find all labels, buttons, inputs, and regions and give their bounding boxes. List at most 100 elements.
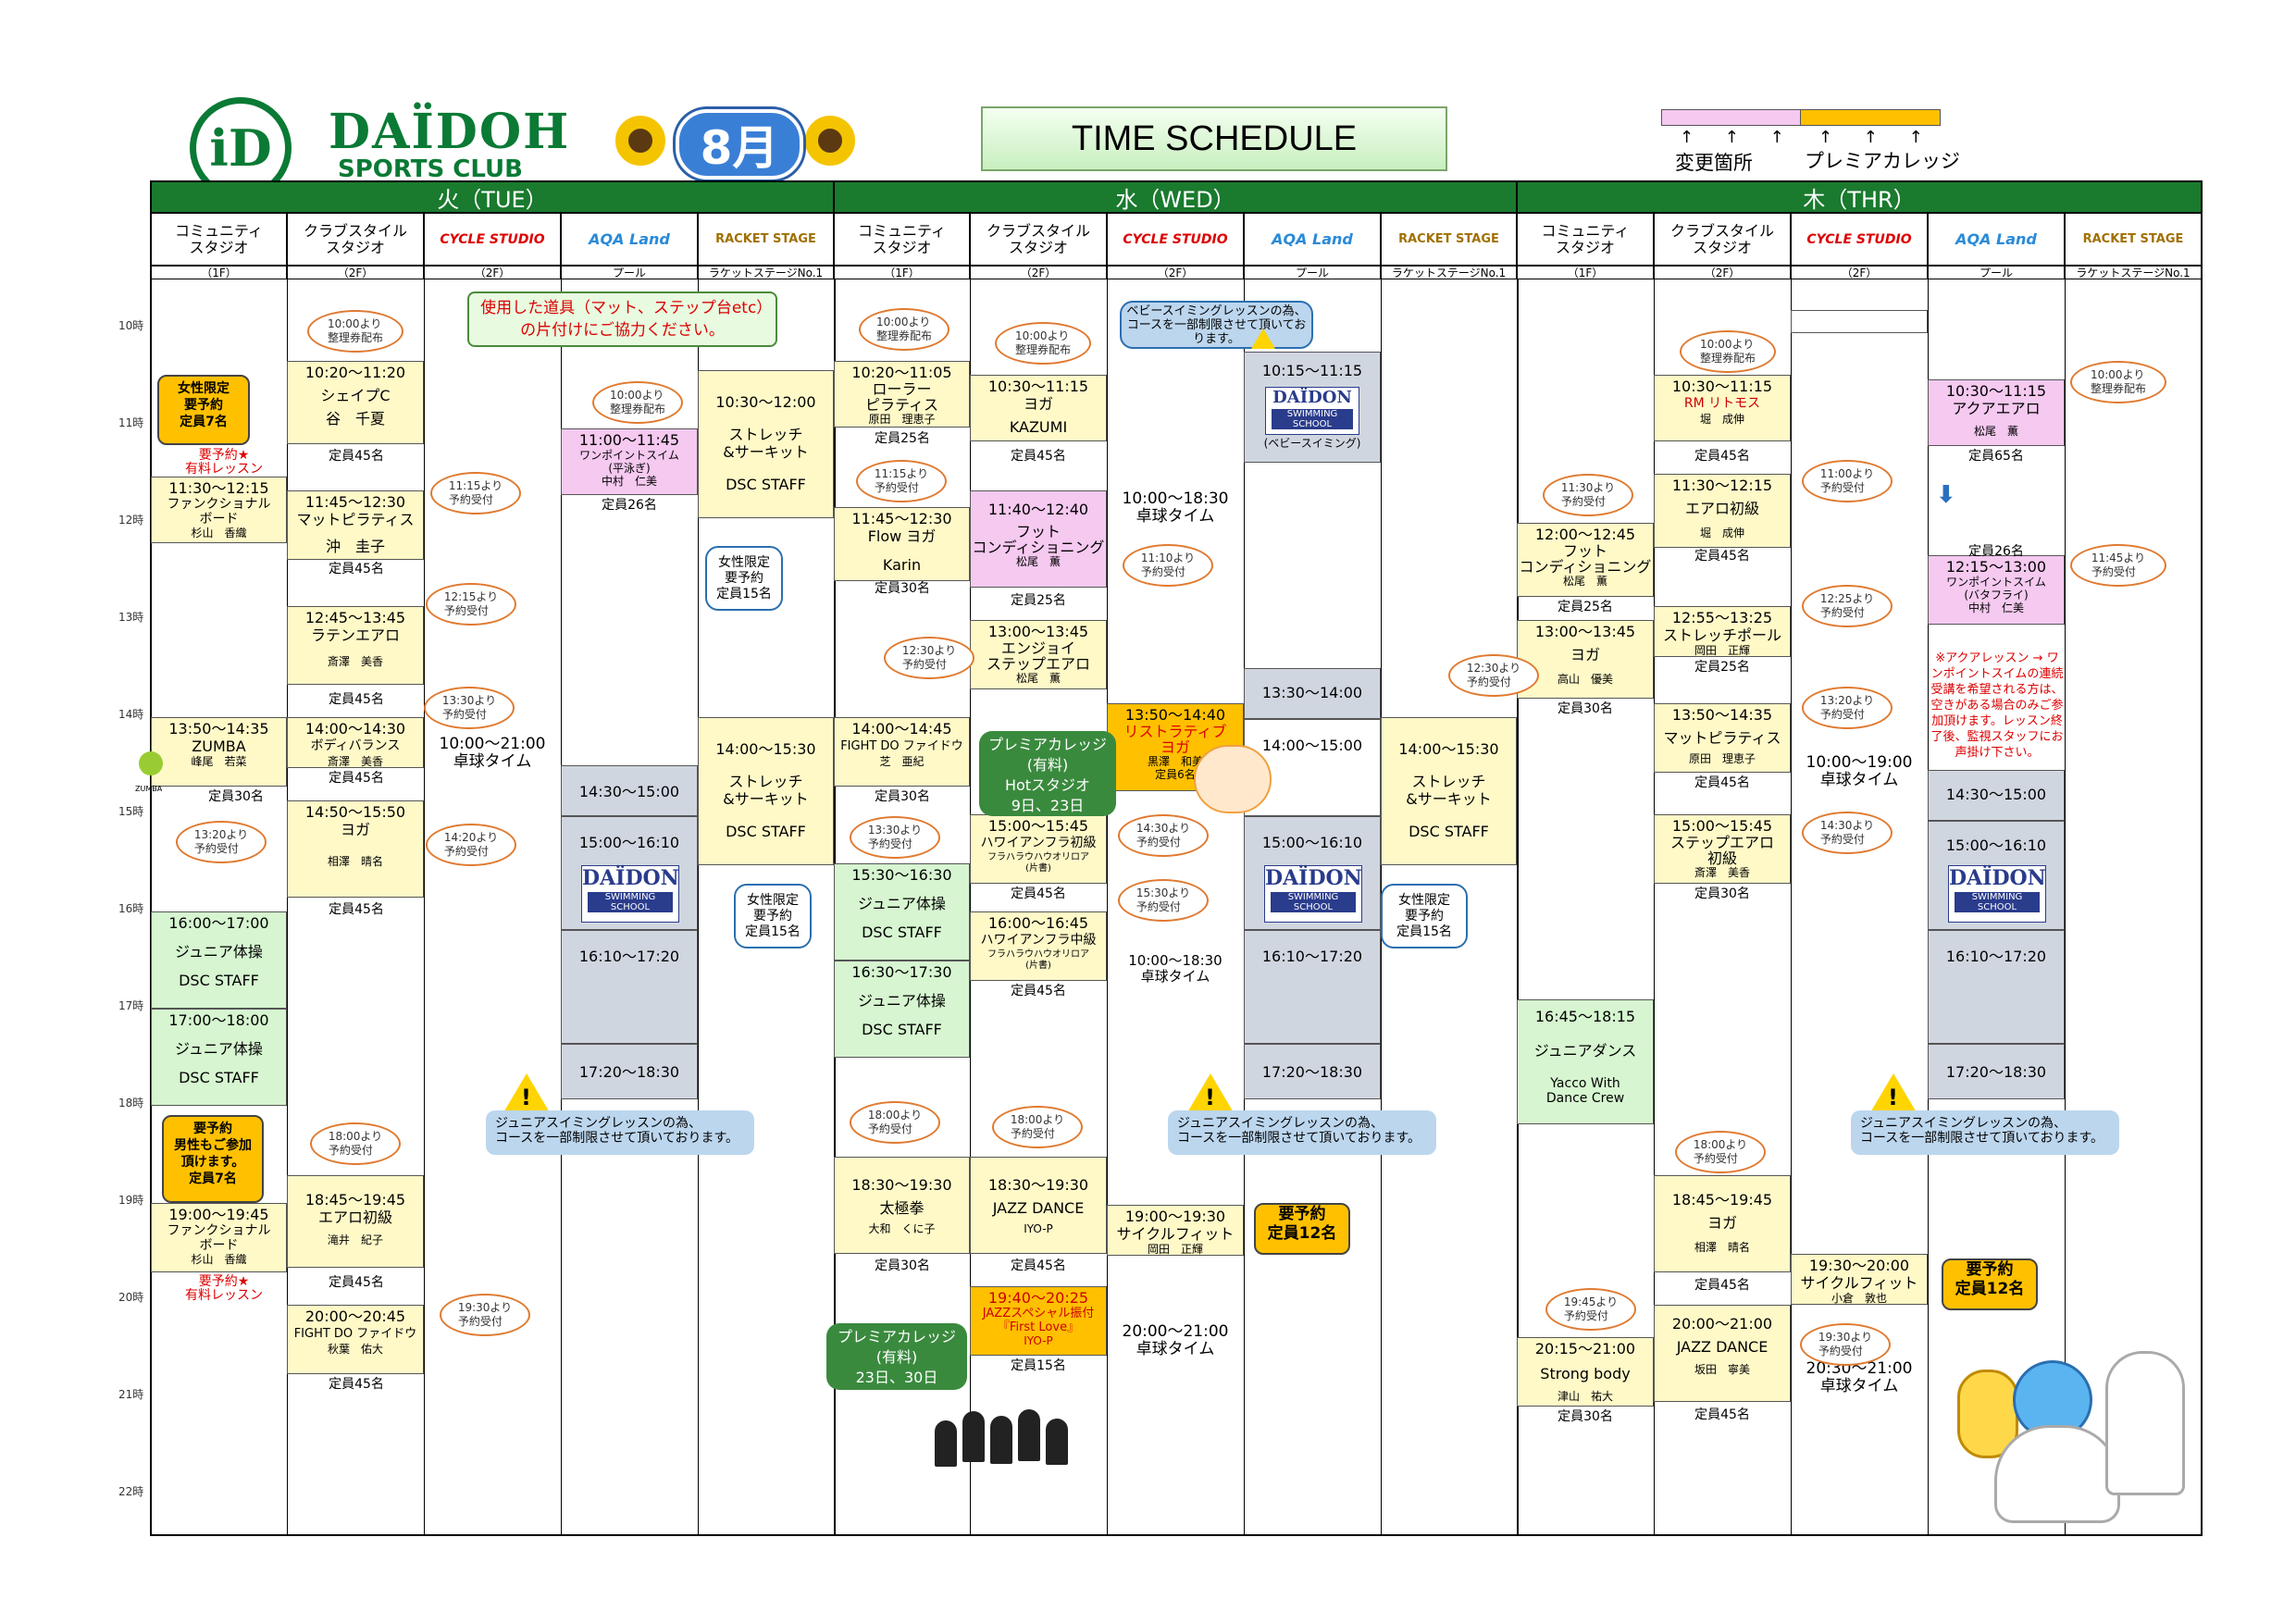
reservation-note: 19:45より 予約受付 [1545,1288,1636,1331]
capacity-label: 定員45名 [1694,1278,1750,1293]
reservation-note: 14:20より 予約受付 [426,824,516,866]
reservation-note: 13:20より 予約受付 [176,821,267,863]
capacity-label: 定員26名 [1968,544,2024,559]
pool-block[interactable]: 17:20～18:30 [1928,1044,2065,1099]
studio-header-aqa: AQA Land [1928,213,2065,266]
pool-block[interactable]: 16:10～17:20 [1928,930,2065,1044]
tag-women-only: 女性限定 要予約 定員15名 [1381,884,1468,948]
capacity-label: 定員45名 [329,449,384,464]
reservation-note: 12:30より 予約受付 [1448,654,1539,697]
tag-women-only: 女性限定 要予約 定員7名 [157,375,250,445]
pool-block[interactable]: 14:30～15:00 [1928,770,2065,821]
hour-label: 16時 [118,902,144,915]
capacity-label: 定員30名 [1694,886,1750,901]
studio-header-community: コミュニティ スタジオ [151,213,287,266]
hour-label: 15時 [118,805,144,818]
capacity-label: 定員45名 [1011,1258,1066,1273]
floor-label: （2F） [1107,266,1244,279]
studio-header-clubstyle: クラブスタイル スタジオ [970,213,1107,266]
hour-label: 17時 [118,999,144,1012]
capacity-label: 定員45名 [1694,1407,1750,1422]
aqua-lesson-note: ※アクアレッスン → ワンポイントスイムの連続受講を希望される方は、空きがある場… [1930,651,2064,760]
col-divider [287,279,288,1535]
reservation-note: 18:00より 予約受付 [992,1106,1083,1148]
floor-label: （1F） [1517,266,1654,279]
studio-header-racket: RACKET STAGE [2065,213,2202,266]
pool-block[interactable]: 16:10～17:20 [561,930,698,1044]
capacity-label: 定員25名 [1558,600,1613,614]
capacity-label: 定員45名 [329,771,384,786]
hour-label: 14時 [118,708,144,721]
studio-header-cycle: CYCLE STUDIO [1107,213,1244,266]
legend-arrows: ↑ ↑ ↑ [1818,128,1936,147]
hour-label: 13時 [118,611,144,624]
legend-premier-swatch [1800,109,1941,126]
floor-label: （2F） [1791,266,1928,279]
pool-block[interactable]: 17:20～18:30 [561,1044,698,1099]
pool-block[interactable]: 14:00～15:00 [1244,719,1381,816]
pool-block[interactable]: 14:30～15:00 [561,765,698,816]
col-divider [1654,279,1655,1535]
floor-label: ラケットステージNo.1 [698,266,834,279]
pool-block[interactable]: 16:10～17:20 [1244,930,1381,1044]
pool-block[interactable]: 13:30～14:00 [1244,668,1381,719]
capacity-label: 定員30名 [875,581,930,596]
capacity-label: 定員45名 [1694,549,1750,564]
floor-label: プール [1244,266,1381,279]
pool-block[interactable]: 17:20～18:30 [1244,1044,1381,1099]
capacity-label: 定員26名 [602,498,657,513]
reservation-note: 11:15より 予約受付 [856,460,947,502]
studio-header-clubstyle: クラブスタイル スタジオ [1654,213,1791,266]
